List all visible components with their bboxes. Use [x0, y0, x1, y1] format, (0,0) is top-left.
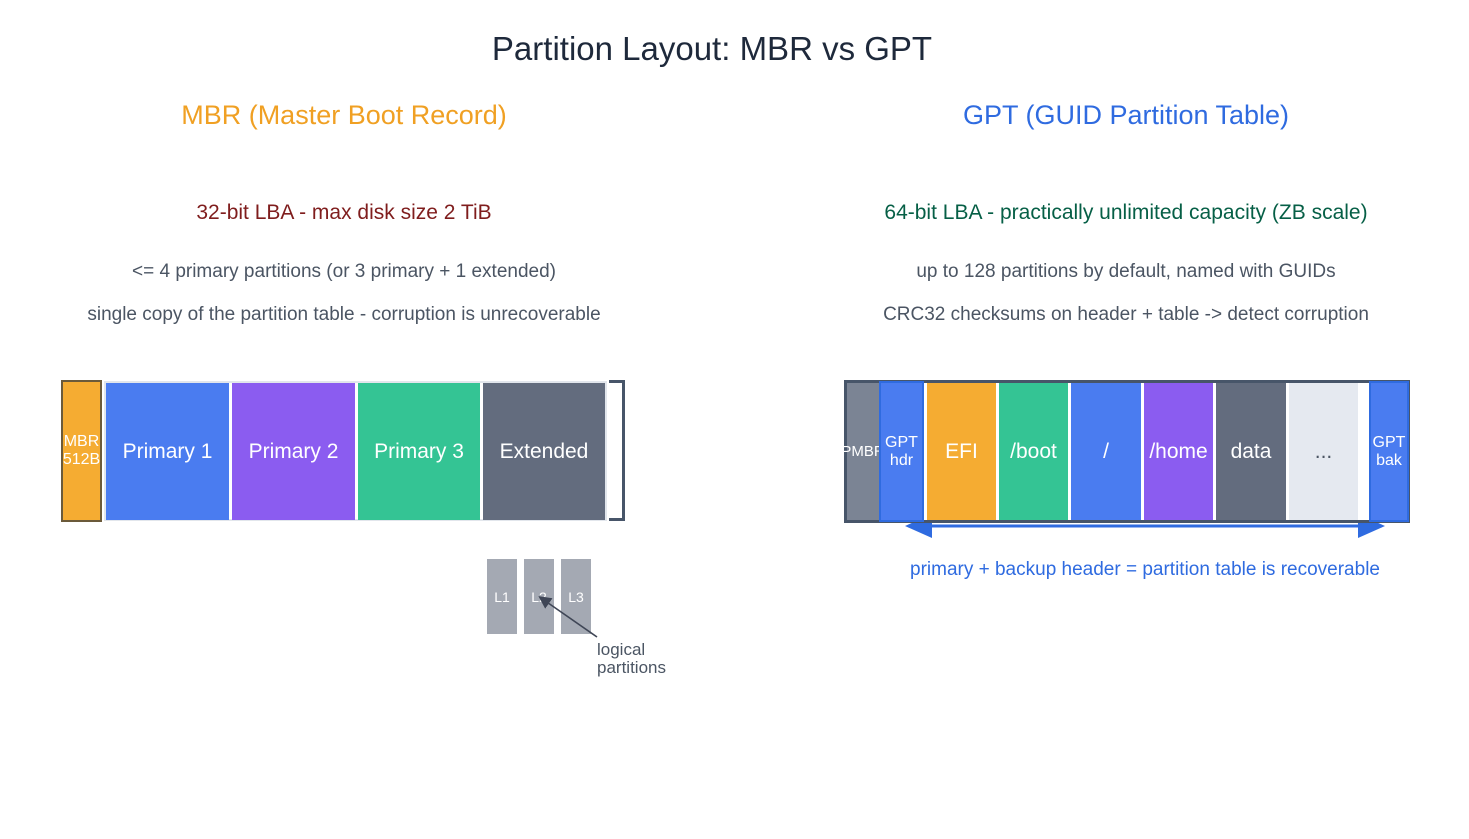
mbr-partition-extended: Extended — [483, 383, 605, 520]
gpt-partition-label: ... — [1314, 439, 1333, 463]
gpt-partition-boot: /boot — [999, 383, 1068, 520]
gpt-partition-label: EFI — [945, 439, 978, 463]
gpt-protective-mbr: PMBR — [841, 383, 885, 520]
gpt-partition-efi: EFI — [927, 383, 996, 520]
mbr-lba-text: 32-bit LBA - max disk size 2 TiB — [196, 201, 492, 224]
mbr-disk-end-bracket — [609, 380, 625, 521]
mbr-partition-label: Primary 1 — [122, 439, 213, 463]
logical-pointer-arrow — [538, 596, 598, 638]
gpt-limit-text: up to 128 partitions by default, named w… — [916, 261, 1336, 282]
gpt-pmbr-label: PMBR — [841, 442, 885, 460]
mbr-heading: MBR (Master Boot Record) — [181, 100, 507, 130]
logical-partition-l1: L1 — [487, 559, 517, 634]
gpt-partition-label: /boot — [1010, 439, 1057, 463]
gpt-crc-text: CRC32 checksums on header + table -> det… — [883, 304, 1369, 325]
mbr-boot-label: MBR 512B — [62, 433, 101, 468]
gpt-partition-data: data — [1216, 383, 1286, 520]
mbr-partition-label: Extended — [499, 439, 589, 463]
gpt-lba-text: 64-bit LBA - practically unlimited capac… — [884, 201, 1368, 224]
mbr-copy-text: single copy of the partition table - cor… — [87, 304, 601, 325]
mbr-partition-label: Primary 2 — [248, 439, 339, 463]
gpt-partition-root: / — [1071, 383, 1141, 520]
gpt-backup-header: GPT bak — [1369, 381, 1409, 522]
logical-partitions-note: logical partitions — [597, 640, 666, 677]
gpt-recovery-note: primary + backup header = partition tabl… — [910, 559, 1380, 580]
page-title: Partition Layout: MBR vs GPT — [491, 30, 933, 67]
gpt-partition-label: / — [1103, 439, 1109, 463]
logical-partition-label: L3 — [568, 588, 584, 605]
mbr-partition-primary-3: Primary 3 — [358, 383, 480, 520]
mbr-partition-primary-1: Primary 1 — [106, 383, 229, 520]
mbr-boot-sector: MBR 512B — [61, 380, 102, 522]
mbr-disk-frame — [104, 381, 607, 521]
mbr-partition-label: Primary 3 — [374, 439, 464, 463]
gpt-bak-label: GPT bak — [1372, 433, 1406, 469]
gpt-partition-label: data — [1230, 439, 1272, 463]
gpt-primary-header: GPT hdr — [879, 381, 924, 522]
gpt-partition-more: ... — [1289, 383, 1358, 520]
gpt-partition-label: /home — [1149, 439, 1208, 463]
mbr-partition-primary-2: Primary 2 — [232, 383, 355, 520]
mbr-limit-text: <= 4 primary partitions (or 3 primary + … — [132, 261, 556, 282]
gpt-heading: GPT (GUID Partition Table) — [962, 100, 1290, 130]
logical-partition-label: L1 — [494, 588, 510, 605]
gpt-partition-home: /home — [1144, 383, 1213, 520]
gpt-hdr-label: GPT hdr — [885, 433, 918, 469]
